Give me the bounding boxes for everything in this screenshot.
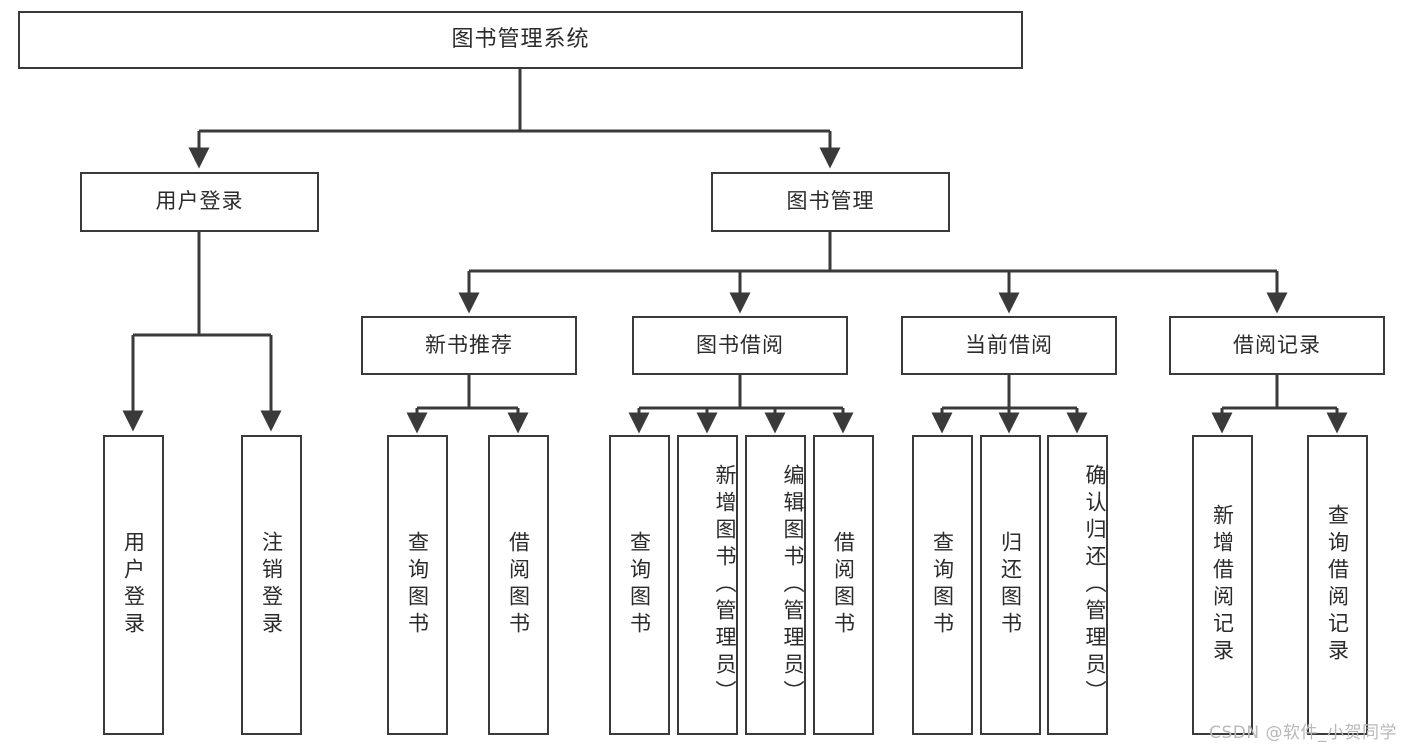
leaf-borrow-lend-book[interactable]: 借阅图书 (813, 435, 874, 735)
leaf-borrow-query-book[interactable]: 查询图书 (609, 435, 670, 735)
leaf-borrow-edit-book[interactable]: 编辑图书（管理员） (745, 435, 806, 735)
node-book-borrow[interactable]: 图书借阅 (632, 316, 848, 375)
leaf-current-confirm-return-label: 确认归还（管理员） (1083, 463, 1107, 707)
leaf-current-return-book[interactable]: 归还图书 (980, 435, 1041, 735)
node-book-management[interactable]: 图书管理 (711, 172, 950, 232)
watermark-text: CSDN @软件_小贺同学 (1209, 723, 1397, 743)
leaf-records-query-label: 查询借阅记录 (1325, 504, 1350, 666)
node-root-label: 图书管理系统 (451, 26, 590, 52)
leaf-new-book-borrow-label: 借阅图书 (506, 531, 531, 639)
leaf-records-add[interactable]: 新增借阅记录 (1192, 435, 1253, 735)
leaf-borrow-add-book-label: 新增图书（管理员） (713, 463, 737, 707)
leaf-user-login-logout-label: 注销登录 (259, 531, 284, 639)
node-user-login-label: 用户登录 (155, 189, 244, 214)
node-book-borrow-label: 图书借阅 (696, 332, 784, 357)
leaf-new-book-borrow[interactable]: 借阅图书 (488, 435, 549, 735)
node-new-book-recommend[interactable]: 新书推荐 (361, 316, 577, 375)
leaf-records-add-label: 新增借阅记录 (1210, 504, 1235, 666)
node-book-management-label: 图书管理 (786, 189, 875, 214)
node-user-login[interactable]: 用户登录 (80, 172, 319, 232)
leaf-current-return-book-label: 归还图书 (998, 531, 1023, 639)
node-borrow-records[interactable]: 借阅记录 (1169, 316, 1385, 375)
leaf-current-confirm-return[interactable]: 确认归还（管理员） (1047, 435, 1108, 735)
leaf-user-login-logout[interactable]: 注销登录 (241, 435, 302, 735)
leaf-user-login-login[interactable]: 用户登录 (103, 435, 164, 735)
node-new-book-recommend-label: 新书推荐 (425, 332, 513, 357)
leaf-current-query-book[interactable]: 查询图书 (912, 435, 973, 735)
node-borrow-records-label: 借阅记录 (1233, 332, 1321, 357)
leaf-records-query[interactable]: 查询借阅记录 (1307, 435, 1368, 735)
node-root-system[interactable]: 图书管理系统 (18, 11, 1023, 69)
leaf-new-book-query-label: 查询图书 (405, 531, 430, 639)
node-current-borrow-label: 当前借阅 (965, 332, 1053, 357)
leaf-user-login-login-label: 用户登录 (121, 531, 146, 639)
node-current-borrow[interactable]: 当前借阅 (901, 316, 1117, 375)
leaf-new-book-query[interactable]: 查询图书 (387, 435, 448, 735)
leaf-borrow-add-book[interactable]: 新增图书（管理员） (677, 435, 738, 735)
leaf-borrow-query-book-label: 查询图书 (627, 531, 652, 639)
leaf-borrow-edit-book-label: 编辑图书（管理员） (781, 463, 805, 707)
leaf-borrow-lend-book-label: 借阅图书 (831, 531, 856, 639)
leaf-current-query-book-label: 查询图书 (930, 531, 955, 639)
